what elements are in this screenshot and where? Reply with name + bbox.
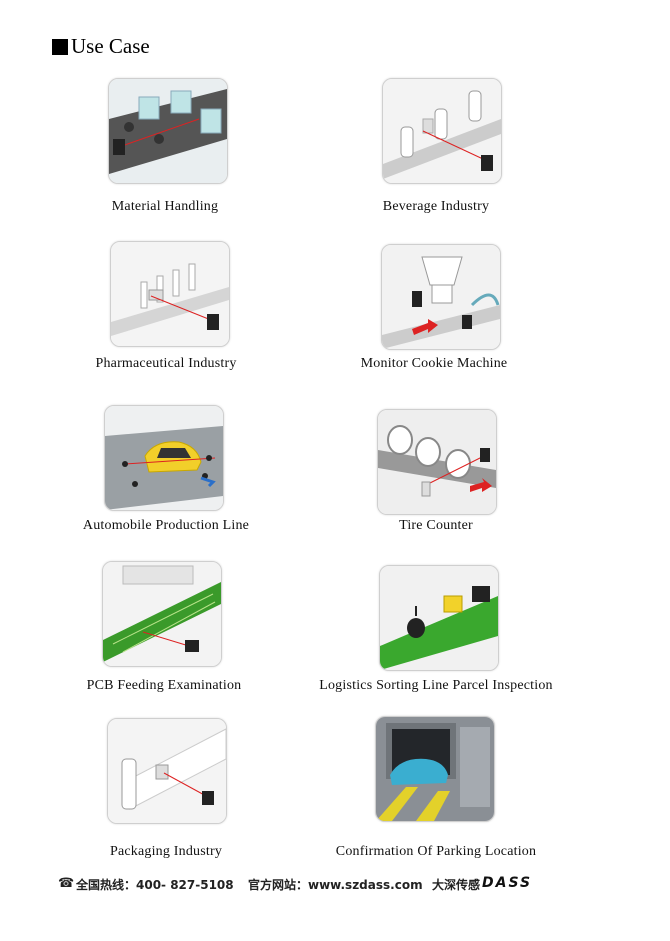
case-image-parking-location (375, 716, 495, 822)
case-label: Automobile Production Line (82, 518, 250, 533)
footer-hotline: 全国热线：400- 827-5108 (76, 878, 234, 892)
footer-bar: ☎ 全国热线：400- 827-5108 官方网站：www.szdass.com… (58, 875, 548, 894)
tires-illustration (378, 410, 496, 514)
case-label: Pharmaceutical Industry (95, 356, 237, 371)
pcb-illustration (103, 562, 221, 666)
case-image-material-handling (108, 78, 228, 184)
case-label: Confirmation Of Parking Location (335, 844, 537, 859)
case-image-monitor-cookie-machine (381, 244, 501, 350)
section-title-text: Use Case (71, 34, 150, 58)
square-bullet-icon (52, 38, 68, 55)
case-label: Monitor Cookie Machine (360, 356, 508, 371)
conveyor-boxes-illustration (109, 79, 227, 183)
case-image-automobile-production-line (104, 405, 224, 511)
vials-illustration (111, 242, 229, 346)
parcel-illustration (380, 566, 498, 670)
case-image-logistics-sorting-line (379, 565, 499, 671)
footer-brand-cn: 大深传感 (432, 878, 481, 892)
case-image-beverage-industry (382, 78, 502, 184)
car-illustration (105, 406, 223, 510)
case-image-pharmaceutical-industry (110, 241, 230, 347)
case-image-pcb-feeding-examination (102, 561, 222, 667)
case-image-packaging-industry (107, 718, 227, 824)
case-label: Tire Counter (399, 518, 473, 533)
brand-logo: DASS (482, 875, 533, 891)
case-image-tire-counter (377, 409, 497, 515)
case-label: PCB Feeding Examination (86, 678, 242, 693)
case-label: Logistics Sorting Line Parcel Inspection (319, 678, 553, 693)
section-title: Use Case (52, 34, 150, 59)
case-label: Packaging Industry (109, 844, 223, 859)
bottles-illustration (383, 79, 501, 183)
garage-car-illustration (376, 717, 494, 821)
phone-icon: ☎ (58, 876, 75, 891)
case-label: Material Handling (111, 199, 219, 214)
cookie-hopper-illustration (382, 245, 500, 349)
film-roll-illustration (108, 719, 226, 823)
case-label: Beverage Industry (382, 199, 490, 214)
footer-website[interactable]: 官方网站：www.szdass.com (248, 878, 423, 892)
